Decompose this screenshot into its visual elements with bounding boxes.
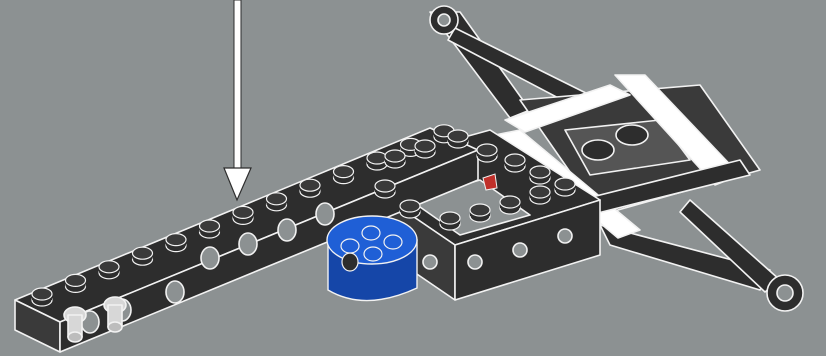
stud <box>505 154 525 172</box>
stud <box>267 193 287 211</box>
stud <box>99 261 119 279</box>
technic-pin <box>104 297 126 332</box>
stud <box>133 247 153 265</box>
stud <box>385 150 405 168</box>
stud <box>440 212 460 230</box>
stud <box>367 152 387 170</box>
stud <box>448 130 468 148</box>
stud <box>530 186 550 204</box>
stud <box>400 200 420 218</box>
stud <box>500 196 520 214</box>
stud <box>66 274 86 292</box>
stud <box>555 178 575 196</box>
technic-pin <box>64 307 86 342</box>
stud <box>415 140 435 158</box>
stud <box>470 204 490 222</box>
stud <box>334 166 354 184</box>
stud <box>166 234 186 252</box>
stud <box>530 166 550 184</box>
stud <box>32 288 52 306</box>
stud <box>200 220 220 238</box>
stud <box>375 180 395 198</box>
stud <box>233 206 253 224</box>
round-brick-2x2-blue <box>327 216 417 301</box>
stud <box>300 179 320 197</box>
stud <box>477 144 497 162</box>
